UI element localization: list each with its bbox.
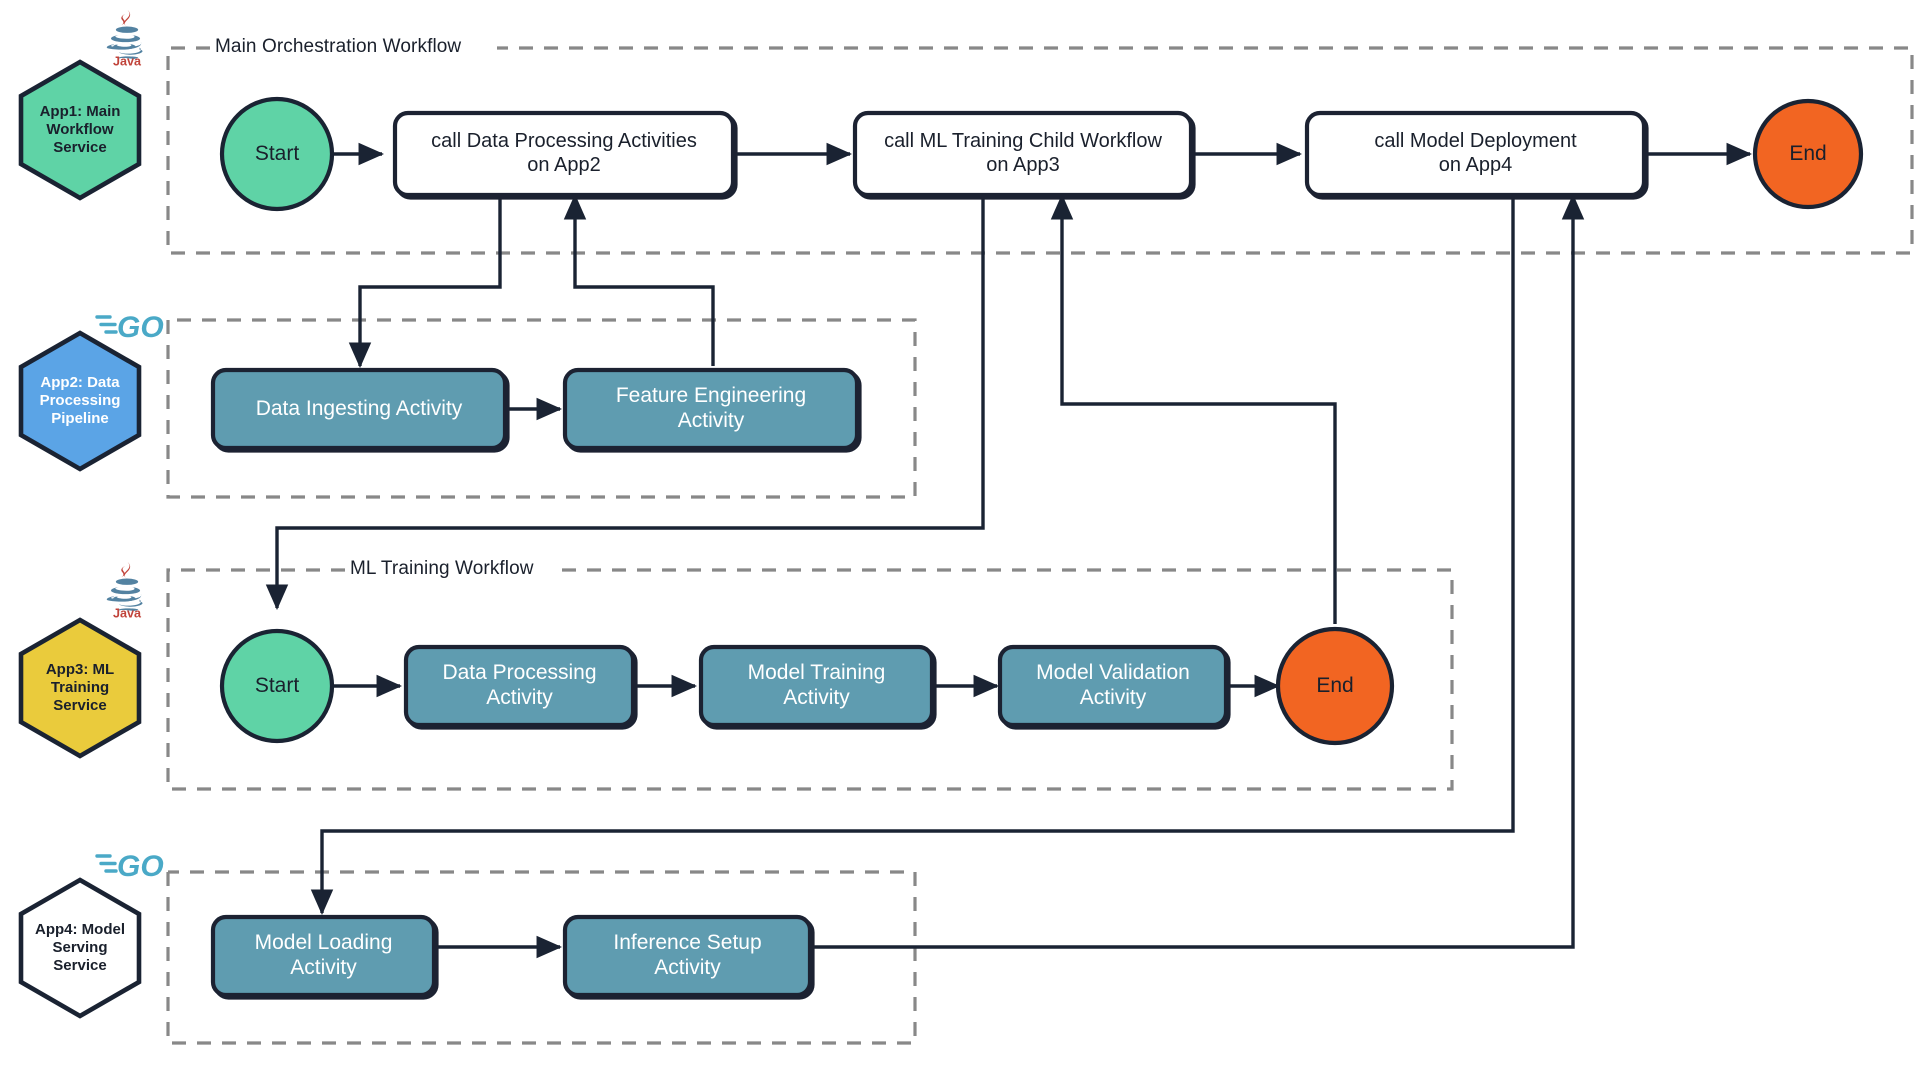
hexagon-label-app2: App2: Data Processing Pipeline xyxy=(39,373,121,428)
edge-calldata-to-ingesting xyxy=(348,192,502,369)
node-app4-model-loading xyxy=(210,914,437,998)
node-app3-start xyxy=(219,628,335,744)
node-app3-end xyxy=(1275,626,1395,746)
node-app1-call-ml-training xyxy=(852,110,1194,198)
node-app2-feature-engineering xyxy=(562,367,860,451)
node-app1-call-model-deployment xyxy=(1304,110,1647,198)
node-app3-data-processing xyxy=(403,644,636,728)
boundary-lane-app1 xyxy=(166,46,1914,255)
hexagon-app3-ml-training-service xyxy=(18,617,142,759)
boundary-label-main-orchestration-workflow: Main Orchestration Workflow xyxy=(215,36,462,57)
boundary-lane-app2 xyxy=(166,318,917,499)
boundary-lane-app4 xyxy=(166,870,917,1045)
java-logo: Java xyxy=(96,6,158,68)
hexagon-app2-data-processing-pipeline xyxy=(18,330,142,472)
node-app4-inference-setup xyxy=(562,914,813,998)
svg-text:GO: GO xyxy=(117,850,164,883)
hexagon-label-app3: App3: ML Training Service xyxy=(45,660,115,715)
boundary-label-ml-training-workflow: ML Training Workflow xyxy=(350,558,534,579)
go-logo: GO xyxy=(95,845,173,885)
hexagon-label-app4: App4: Model Serving Service xyxy=(35,920,125,975)
node-app2-data-ingesting xyxy=(210,367,508,451)
svg-text:Java: Java xyxy=(113,607,142,620)
svg-text:GO: GO xyxy=(117,311,164,344)
hexagon-label-app1: App1: Main Workflow Service xyxy=(39,102,121,157)
go-logo: GO xyxy=(95,306,173,346)
edge-inference-to-calldeploy xyxy=(810,193,1585,949)
hexagon-app1-main-workflow-service xyxy=(18,59,142,201)
hexagon-app4-model-serving-service xyxy=(18,877,142,1019)
node-app1-end xyxy=(1752,98,1864,210)
edge-calldeploy-to-modelloading xyxy=(310,192,1515,916)
node-app1-start xyxy=(219,96,335,212)
boundary-lane-app3 xyxy=(166,568,1454,791)
edge-callml-to-app3start xyxy=(265,192,985,611)
java-logo: Java xyxy=(96,558,158,620)
node-app1-call-data-processing xyxy=(392,110,736,198)
edge-app3end-to-callml xyxy=(1050,193,1337,624)
svg-text:Java: Java xyxy=(113,55,142,68)
node-app3-model-validation xyxy=(997,644,1229,728)
edge-feature-to-calldata xyxy=(563,193,715,366)
node-app3-model-training xyxy=(698,644,935,728)
